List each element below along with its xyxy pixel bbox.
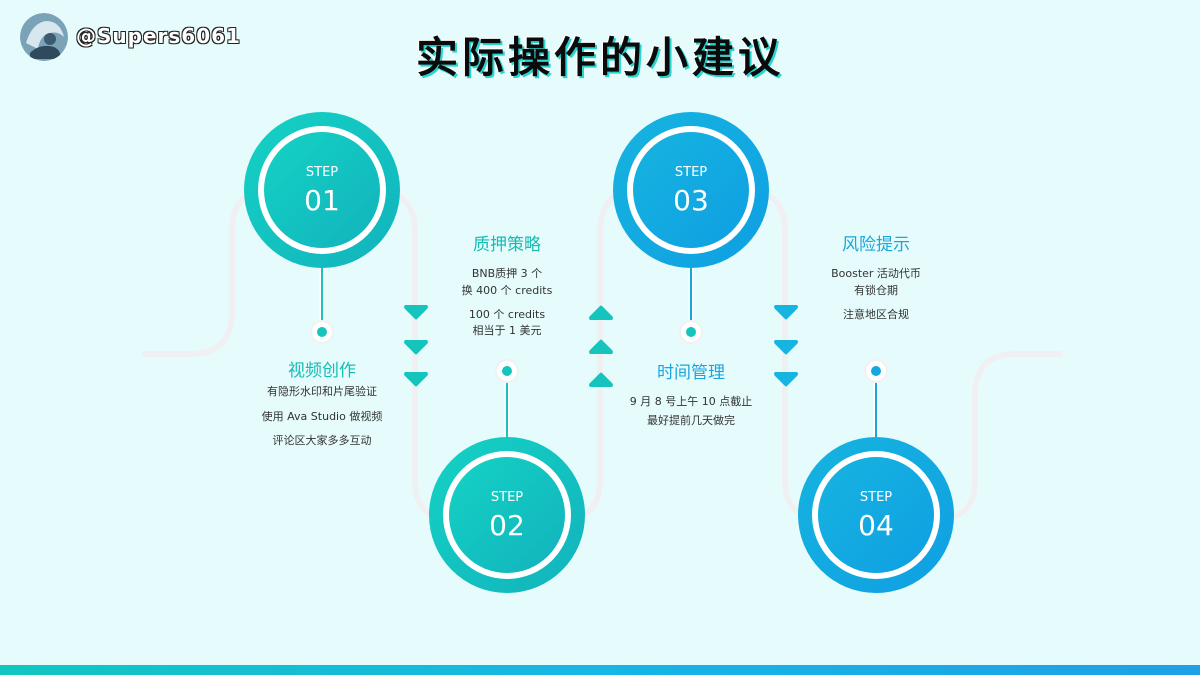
step-heading-1: 视频创作 — [288, 361, 356, 381]
step-line: Booster 活动代币 — [831, 267, 921, 280]
bottom-accent-bar — [0, 665, 1200, 675]
step-heading-2: 质押策略 — [473, 235, 541, 255]
avatar-image — [20, 13, 68, 61]
connector-2 — [495, 359, 519, 440]
step-line: 100 个 credits — [468, 308, 546, 321]
step-line: 换 400 个 credits — [461, 284, 553, 297]
step-circle-1: STEP 01 — [244, 112, 400, 268]
step-line: 有隐形水印和片尾验证 — [267, 385, 377, 398]
step-line: 9 月 8 号上午 10 点截止 — [629, 395, 753, 408]
step-line: 评论区大家多多互动 — [272, 434, 372, 447]
step-line: 注意地区合规 — [843, 308, 909, 321]
triangle-up-icon — [589, 305, 613, 387]
step-line: BNB质押 3 个 — [471, 267, 543, 280]
step-circle-3: STEP 03 — [613, 112, 769, 268]
triangle-down-icon — [774, 305, 798, 387]
author-handle: @Supers6061 — [76, 24, 241, 48]
step-circle-2: STEP 02 — [429, 437, 585, 593]
step-line: 最好提前几天做完 — [647, 414, 735, 427]
step-line: 有锁仓期 — [854, 284, 898, 297]
step-line: 使用 Ava Studio 做视频 — [261, 410, 383, 423]
step-number: 04 — [858, 509, 894, 542]
step-circle-4: STEP 04 — [798, 437, 954, 593]
step-label: STEP — [675, 165, 707, 180]
connector-4 — [864, 359, 888, 440]
triangle-down-icon — [404, 305, 428, 387]
avatar — [20, 13, 68, 61]
step-number: 03 — [673, 184, 709, 217]
step-heading-3: 时间管理 — [657, 363, 725, 383]
step-label: STEP — [491, 490, 523, 505]
step-label: STEP — [306, 165, 338, 180]
step-number: 02 — [489, 509, 525, 542]
page-title: 实际操作的小建议 — [415, 33, 784, 82]
step-label: STEP — [860, 490, 892, 505]
step-line: 相当于 1 美元 — [472, 324, 542, 337]
step-number: 01 — [304, 184, 340, 217]
step-heading-4: 风险提示 — [842, 235, 910, 255]
